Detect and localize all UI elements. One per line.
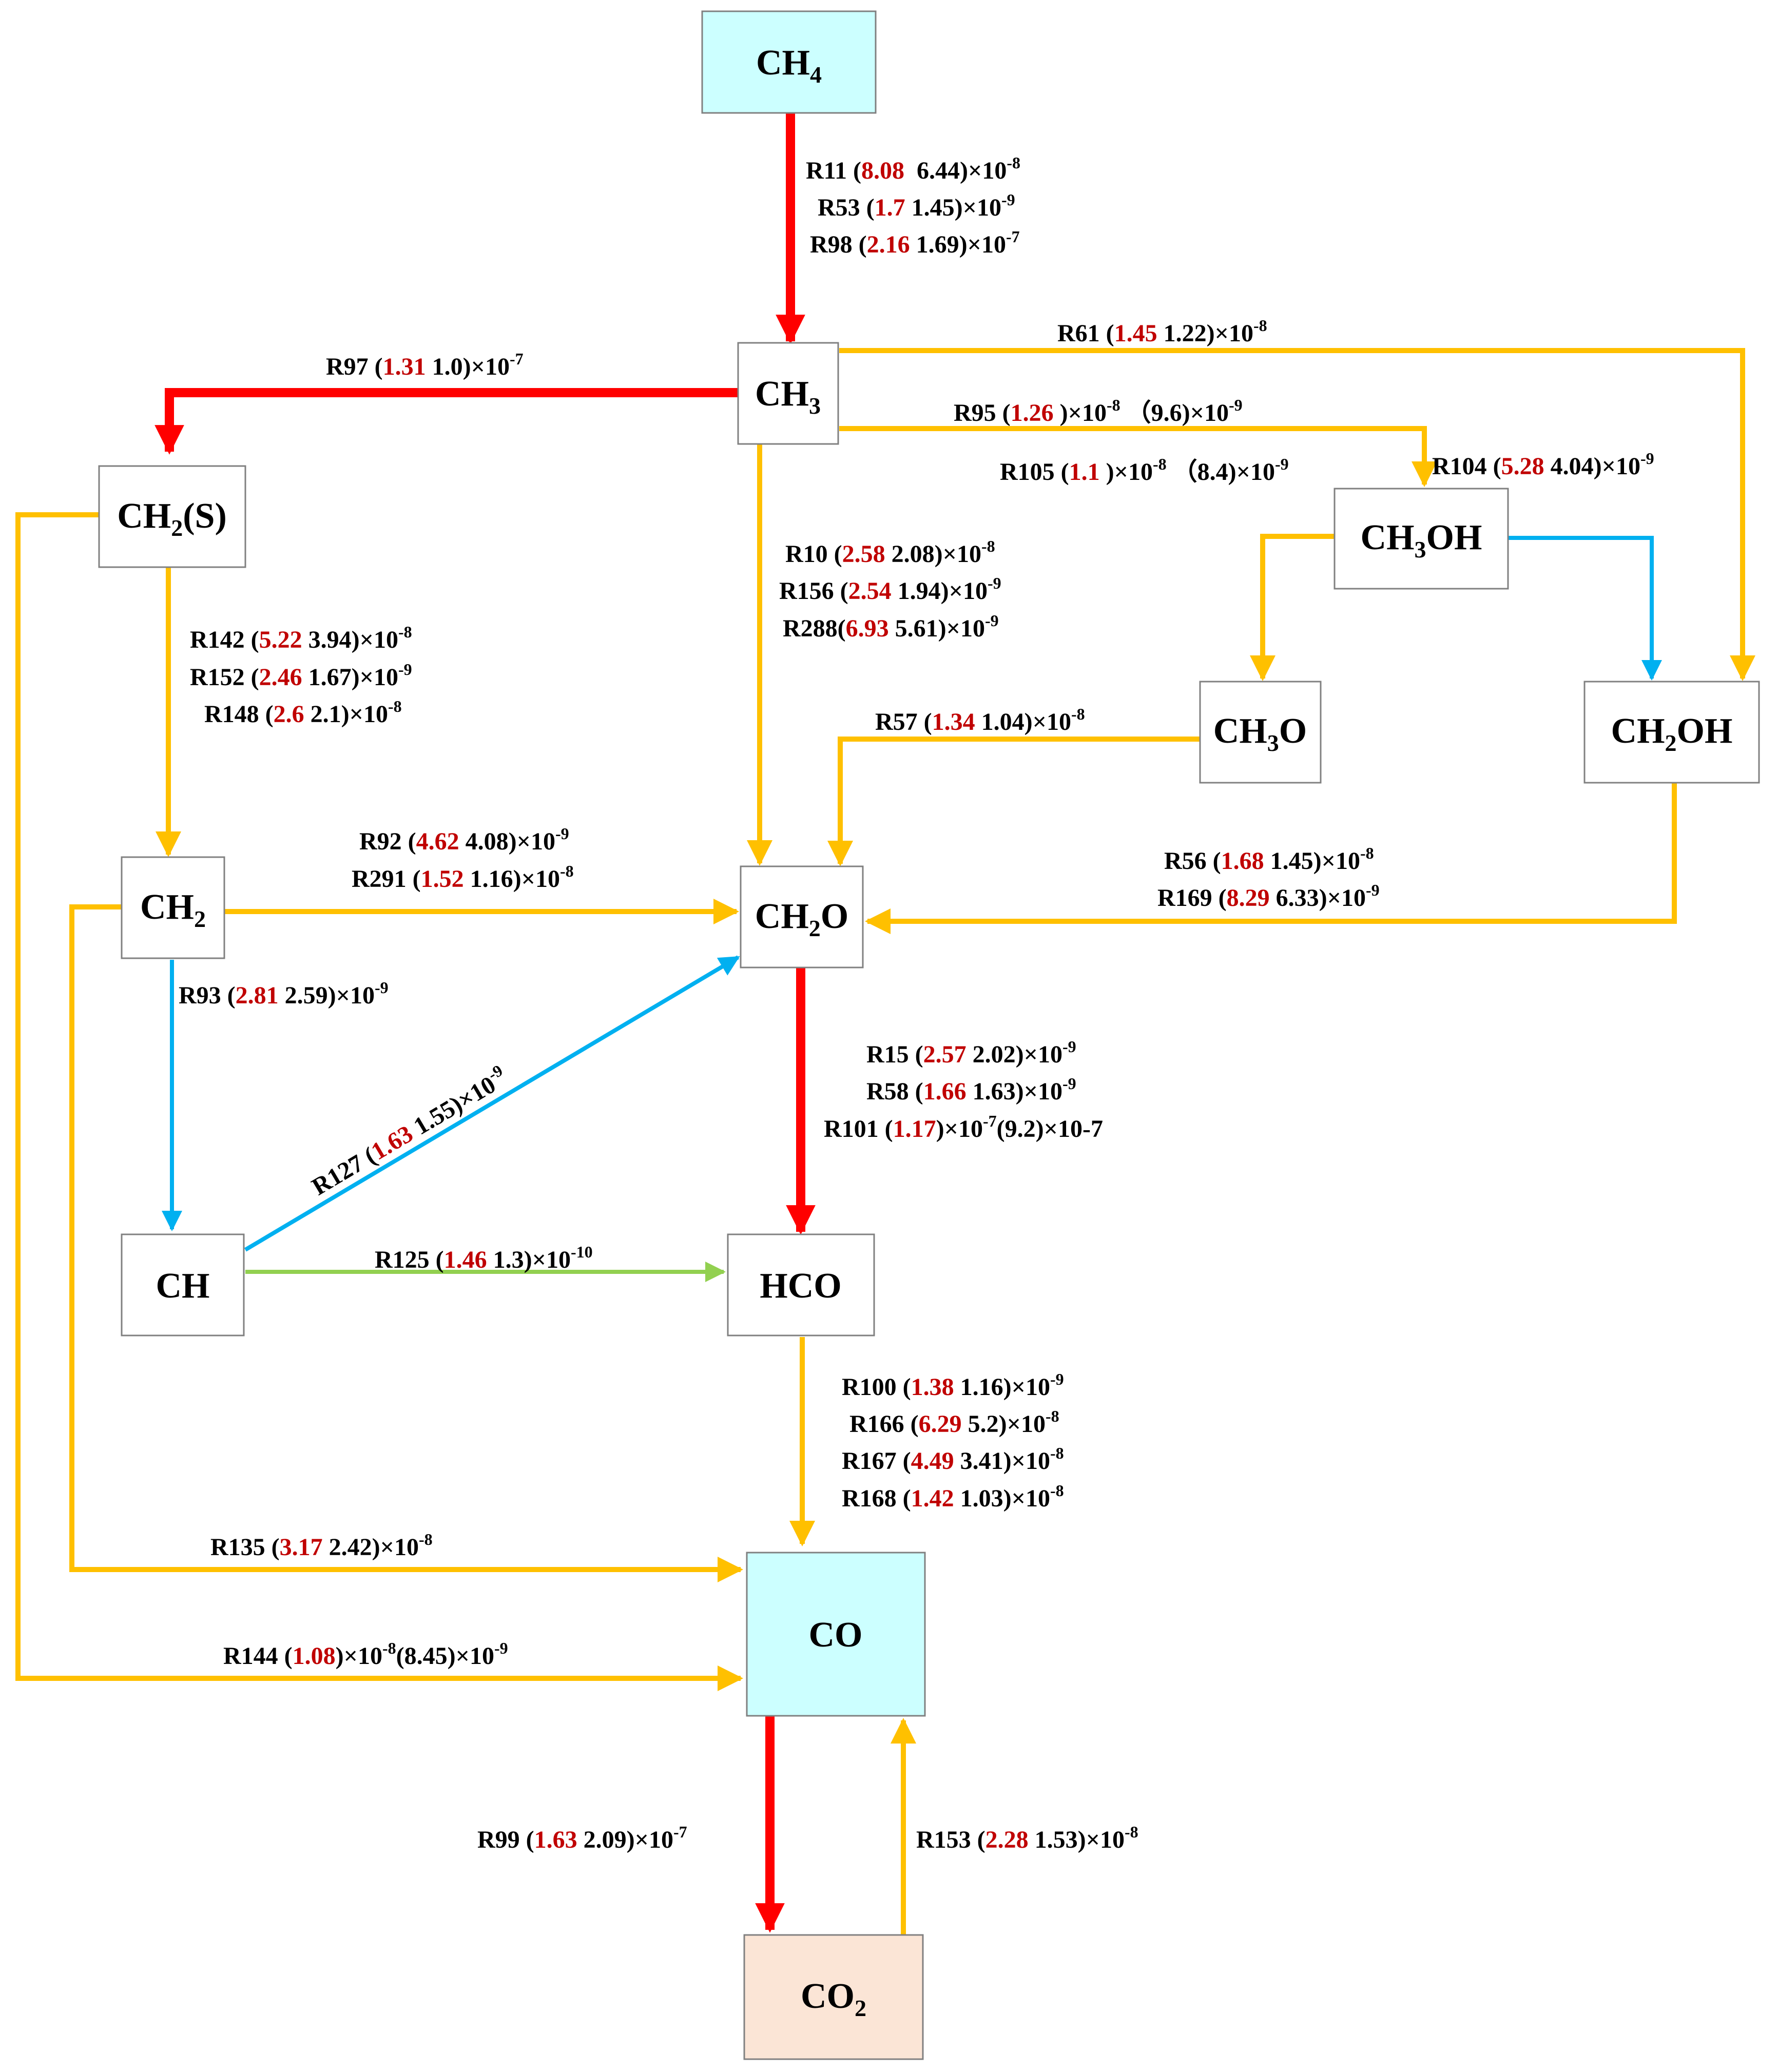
label-r169: R169 (8.29 6.33)×10-9 (1157, 881, 1380, 912)
arrow-ch2-to-co-r135 (69, 904, 743, 1582)
label-r98: R98 (2.16 1.69)×10-7 (810, 227, 1020, 258)
node-ch2s: CH2(S) (98, 465, 246, 568)
label-r11: R11 (8.08 6.44)×10-8 (806, 153, 1020, 184)
svg-text:CH2(S): CH2(S) (117, 496, 227, 541)
arrow-ch-to-ch2o-r127 (244, 955, 740, 1252)
svg-text:CH3: CH3 (755, 374, 821, 419)
arrow-ch3oh-to-ch3o (1250, 534, 1335, 681)
node-hco: HCO (727, 1233, 875, 1337)
svg-text:CH2: CH2 (140, 887, 206, 932)
label-r127: R127 (1.63 1.55)×10-9 (305, 1061, 512, 1200)
node-ch3: CH3 (737, 342, 839, 445)
node-ch2o: CH2O (740, 865, 864, 969)
label-r61: R61 (1.45 1.22)×10-8 (1057, 316, 1267, 347)
svg-text:CH: CH (156, 1266, 210, 1306)
node-co2: CO2 (743, 1934, 924, 2060)
label-r288: R288(6.93 5.61)×10-9 (783, 611, 999, 642)
arrow-ch2oh-to-ch2o-r56 (865, 783, 1677, 934)
label-r101: R101 (1.17)×10-7(9.2)×10-7 (824, 1112, 1103, 1142)
label-r100: R100 (1.38 1.16)×10-9 (842, 1370, 1064, 1401)
label-r104: R104 (5.28 4.04)×10-9 (1432, 449, 1654, 480)
label-r57: R57 (1.34 1.04)×10-8 (875, 705, 1085, 735)
arrow-ch2s-to-co-r144 (15, 512, 743, 1691)
label-r168: R168 (1.42 1.03)×10-8 (842, 1481, 1064, 1512)
label-r53: R53 (1.7 1.45)×10-9 (818, 190, 1015, 221)
label-r148: R148 (2.6 2.1)×10-8 (204, 697, 402, 728)
label-r167: R167 (4.49 3.41)×10-8 (842, 1444, 1064, 1475)
label-r93: R93 (2.81 2.59)×10-9 (179, 978, 389, 1009)
svg-text:CO: CO (809, 1615, 863, 1655)
svg-text:CH2OH: CH2OH (1611, 711, 1733, 756)
label-r156: R156 (2.54 1.94)×10-9 (779, 574, 1001, 605)
label-r10: R10 (2.58 2.08)×10-8 (785, 537, 995, 568)
label-r95: R95 (1.26 )×10-8 （9.6)×10-9 (954, 396, 1243, 427)
label-r152: R152 (2.46 1.67)×10-9 (190, 660, 412, 691)
node-ch4: CH4 (701, 10, 877, 114)
node-ch2oh: CH2OH (1583, 681, 1760, 784)
arrow-ch3-to-ch3oh-r95 (839, 426, 1437, 487)
svg-text:CH3OH: CH3OH (1361, 518, 1482, 563)
svg-text:CO2: CO2 (801, 1977, 866, 2021)
svg-text:CH3O: CH3O (1213, 711, 1307, 756)
node-co: CO (746, 1552, 926, 1717)
node-ch3o: CH3O (1199, 681, 1322, 784)
svg-text:CH2O: CH2O (755, 897, 848, 941)
arrow-ch3o-to-ch2o-r57 (827, 737, 1200, 866)
node-ch: CH (121, 1233, 245, 1337)
label-r153: R153 (2.28 1.53)×10-8 (916, 1823, 1138, 1853)
label-r144: R144 (1.08)×10-8(8.45)×10-9 (223, 1639, 508, 1670)
label-r125: R125 (1.46 1.3)×10-10 (375, 1243, 593, 1273)
svg-text:HCO: HCO (760, 1266, 841, 1306)
node-ch3oh: CH3OH (1333, 488, 1509, 590)
label-r92: R92 (4.62 4.08)×10-9 (359, 824, 569, 855)
label-r15: R15 (2.57 2.02)×10-9 (866, 1037, 1076, 1068)
svg-text:CH4: CH4 (756, 43, 822, 88)
node-ch2: CH2 (121, 856, 225, 959)
label-r142: R142 (5.22 3.94)×10-8 (190, 623, 412, 653)
label-r56: R56 (1.68 1.45)×10-8 (1164, 844, 1374, 875)
label-r105: R105 (1.1 )×10-8 （8.4)×10-9 (1000, 455, 1289, 486)
label-r99: R99 (1.63 2.09)×10-7 (477, 1823, 687, 1853)
label-r135: R135 (3.17 2.42)×10-8 (210, 1530, 433, 1561)
label-r291: R291 (1.52 1.16)×10-8 (352, 862, 574, 893)
arrow-ch3-to-ch2s (154, 388, 739, 455)
arrow-ch3oh-to-ch2oh (1508, 536, 1662, 681)
arrow-ch3-to-ch2oh-r61 (839, 348, 1755, 681)
label-r97: R97 (1.31 1.0)×10-7 (326, 350, 524, 380)
label-r58: R58 (1.66 1.63)×10-9 (866, 1074, 1076, 1105)
label-r166: R166 (6.29 5.2)×10-8 (849, 1407, 1059, 1438)
